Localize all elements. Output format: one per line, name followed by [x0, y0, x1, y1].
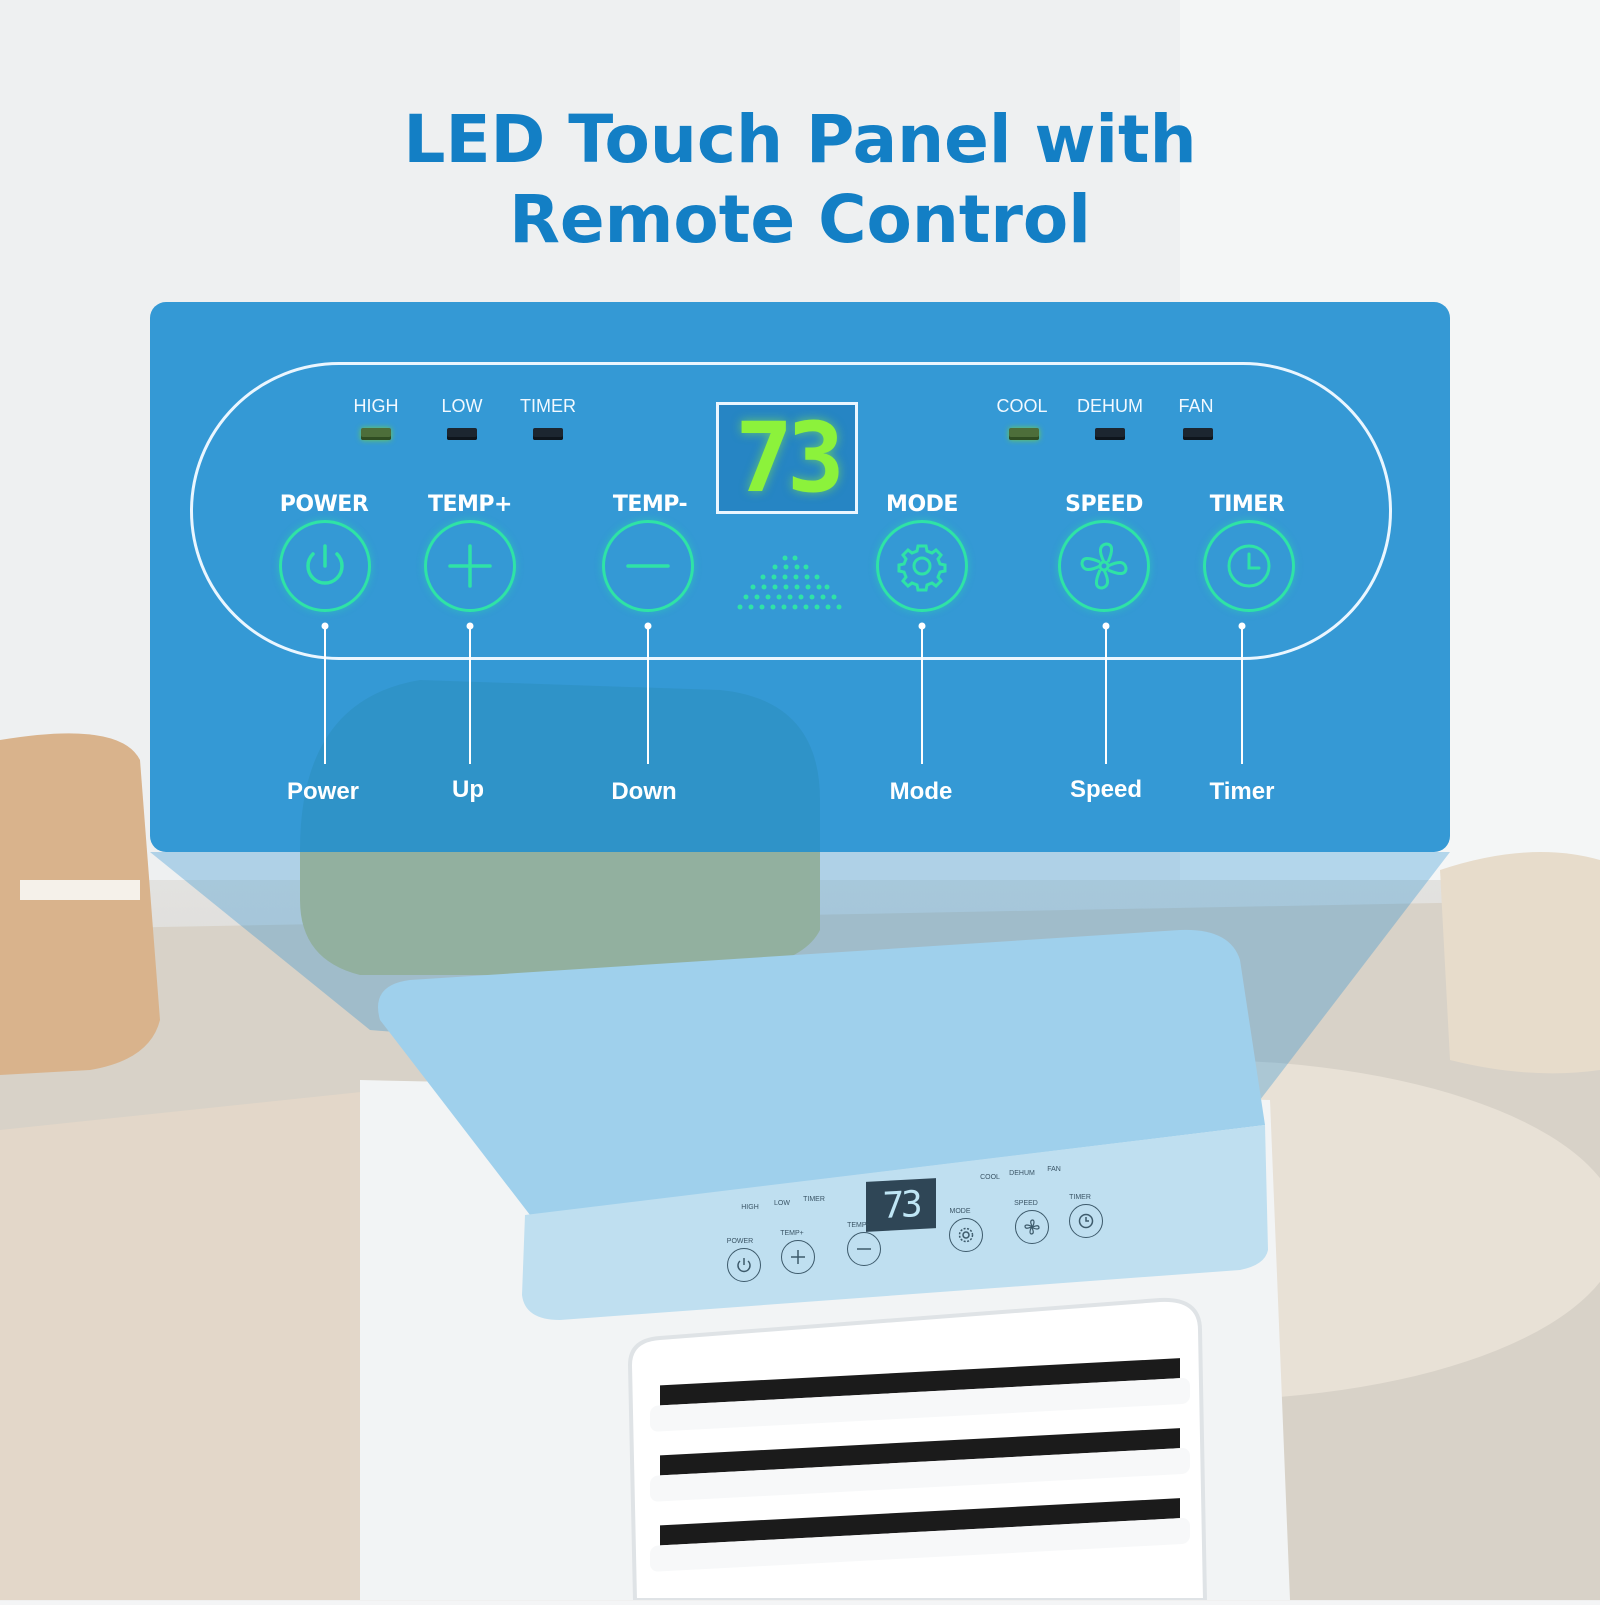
plus-icon: [791, 1250, 805, 1264]
indicator-label-cool: COOL: [996, 396, 1048, 416]
leader-line-mode: [921, 626, 923, 764]
device-button-label-speed: SPEED: [1014, 1200, 1038, 1207]
leader-line-timer: [1241, 626, 1243, 764]
headline-line-2: Remote Control: [509, 181, 1091, 258]
wooden-side-table: [0, 733, 160, 1075]
minus-icon: [626, 564, 670, 568]
power-button[interactable]: [279, 520, 371, 612]
clock-icon: [1078, 1213, 1094, 1229]
vent-louvers: [650, 1358, 1190, 1572]
gear-icon: [897, 544, 947, 592]
device-button-label-power: POWER: [726, 1238, 754, 1245]
device-button-label-mode: MODE: [949, 1208, 971, 1215]
device-button-label-timer: TIMER: [1069, 1194, 1091, 1201]
device-temperature-value: 73: [882, 1183, 920, 1227]
fan-icon: [1024, 1219, 1040, 1235]
indicator-led-high: [361, 428, 391, 440]
leader-line-up: [469, 626, 471, 764]
leader-line-down: [647, 626, 649, 764]
indicator-led-dehum: [1095, 428, 1125, 440]
device-indicator-high: HIGH: [741, 1204, 759, 1211]
device-button-label-temp-up: TEMP+: [780, 1230, 804, 1237]
callout-power: Power: [286, 778, 360, 805]
power-button-label: POWER: [279, 492, 369, 517]
indicator-label-dehum: DEHUM: [1077, 396, 1143, 416]
timer-button[interactable]: [1203, 520, 1295, 612]
indicator-led-low: [447, 428, 477, 440]
mode-button-label: MODE: [886, 492, 958, 517]
control-panel-outline: [190, 362, 1392, 660]
device-temperature-display: 73: [866, 1178, 936, 1232]
power-icon: [306, 544, 344, 585]
speed-button-label: SPEED: [1065, 492, 1143, 517]
minus-icon: [857, 1248, 871, 1250]
temp-up-button-label: TEMP+: [428, 492, 513, 517]
device-indicator-cool: COOL: [980, 1174, 1000, 1181]
timer-button-label: TIMER: [1209, 492, 1285, 517]
callout-timer: Timer: [1209, 778, 1275, 805]
temp-down-button-label: TEMP-: [612, 492, 688, 517]
device-indicator-timer: TIMER: [803, 1196, 825, 1203]
gear-icon: [958, 1227, 974, 1243]
callout-up: Up: [452, 776, 484, 803]
device-timer-button[interactable]: [1069, 1204, 1103, 1238]
device-top-highlight: [378, 929, 1265, 1215]
temperature-value: 73: [735, 402, 845, 514]
indicator-label-fan: FAN: [1178, 396, 1214, 416]
speed-button[interactable]: [1058, 520, 1150, 612]
device-speed-button[interactable]: [1015, 1210, 1049, 1244]
temp-up-button[interactable]: [424, 520, 516, 612]
callout-down: Down: [611, 778, 677, 805]
callout-mode: Mode: [889, 778, 953, 805]
indicator-label-low: LOW: [441, 396, 483, 416]
indicator-led-timer: [533, 428, 563, 440]
callout-speed: Speed: [1069, 776, 1143, 803]
indicator-led-cool: [1009, 428, 1039, 440]
mode-button[interactable]: [876, 520, 968, 612]
clock-icon: [1227, 544, 1271, 588]
fan-icon: [1080, 542, 1128, 590]
plus-icon: [448, 544, 492, 588]
device-temp-down-button[interactable]: [847, 1232, 881, 1266]
headline: LED Touch Panel with Remote Control: [0, 100, 1600, 260]
books: [20, 880, 140, 900]
ottoman-stool: [1440, 852, 1600, 1074]
device-indicator-fan: FAN: [1047, 1166, 1061, 1173]
power-icon: [737, 1258, 751, 1273]
temperature-display: 73: [716, 402, 858, 514]
sensor-dots-icon: [737, 555, 842, 610]
device-button-label-temp-down: TEMP-: [847, 1222, 869, 1229]
indicator-led-fan: [1183, 428, 1213, 440]
device-temp-up-button[interactable]: [781, 1240, 815, 1274]
leader-line-power: [324, 626, 326, 764]
headline-line-1: LED Touch Panel with: [403, 101, 1197, 178]
indicator-label-high: HIGH: [353, 396, 399, 416]
device-indicator-dehum: DEHUM: [1009, 1170, 1035, 1177]
device-power-button[interactable]: [727, 1248, 761, 1282]
leader-line-speed: [1105, 626, 1107, 764]
device-indicator-low: LOW: [774, 1200, 790, 1207]
indicator-label-timer: TIMER: [520, 396, 576, 416]
temp-down-button[interactable]: [602, 520, 694, 612]
device-mode-button[interactable]: [949, 1218, 983, 1252]
